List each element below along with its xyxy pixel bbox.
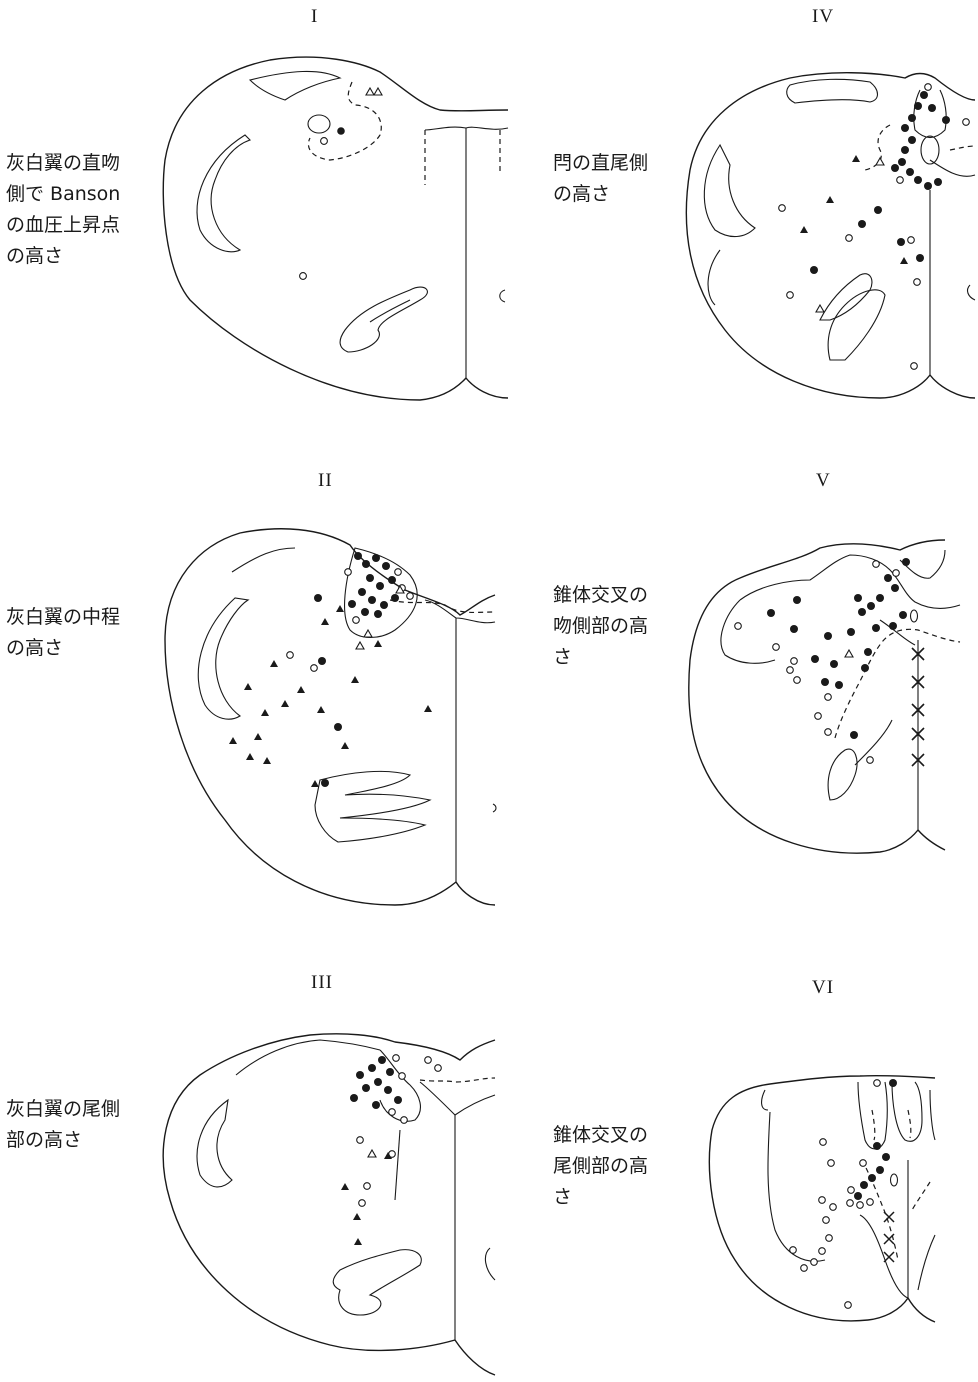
section-VI-drawing <box>0 0 978 1382</box>
